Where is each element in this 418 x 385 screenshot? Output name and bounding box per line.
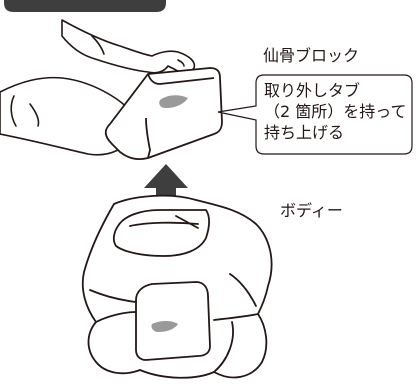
- callout-bubble: [217, 74, 413, 155]
- callout-line: 取り外しタブ: [264, 81, 361, 100]
- body-torso: [81, 194, 273, 379]
- callout-text: 取り外しタブ （2 箇所）を持って 持ち上げる: [264, 80, 406, 143]
- header-tab: [4, 0, 166, 12]
- sacrum-pull-tab: [159, 95, 188, 108]
- right-hand: [61, 19, 196, 74]
- sacrum-block-label: 仙骨ブロック: [263, 46, 360, 65]
- callout-line: 持ち上げる: [264, 123, 345, 142]
- body-pull-tab: [151, 321, 178, 332]
- sacrum-block: [104, 67, 223, 160]
- body-label: ボディー: [280, 201, 343, 220]
- callout-line: （2 箇所）を持って: [264, 102, 407, 121]
